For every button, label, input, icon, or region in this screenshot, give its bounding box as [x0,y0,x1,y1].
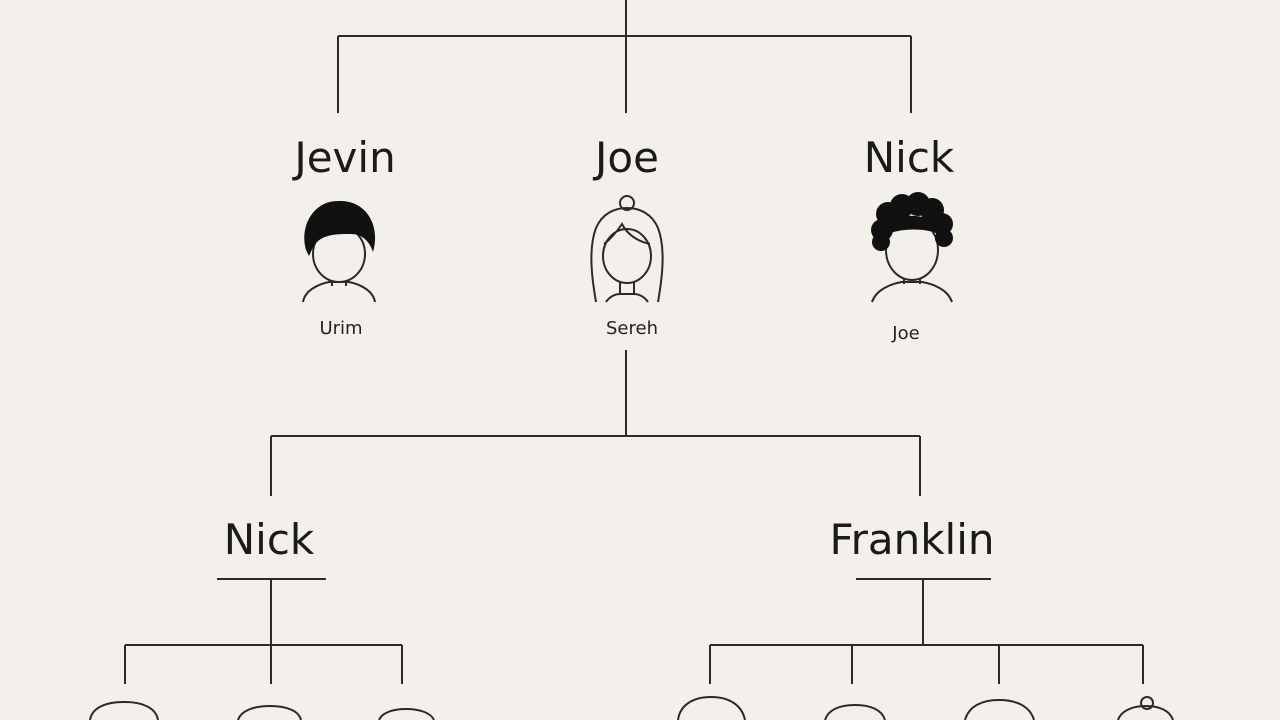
child-head-icon [237,704,302,720]
person-sub-label-urim: Urim [319,318,363,339]
curly-hair-person-icon [871,192,953,303]
child-head-icon [824,703,886,720]
person-name-joe: Joe [595,133,659,182]
person-name-nick-top: Nick [863,133,955,182]
short-hair-person-icon [302,200,376,303]
child-head-icon [677,695,746,720]
person-name-franklin: Franklin [829,515,995,564]
child-head-icon [89,700,159,720]
child-head-icon [964,698,1035,720]
person-sub-label-sereh: Sereh [606,318,658,339]
child-head-icon [378,707,435,720]
long-hair-person-icon [590,195,664,303]
person-sub-label-joe: Joe [892,323,920,344]
person-name-jevin: Jevin [294,133,396,182]
person-name-nick: Nick [223,515,315,564]
child-head-icon [1117,704,1174,720]
